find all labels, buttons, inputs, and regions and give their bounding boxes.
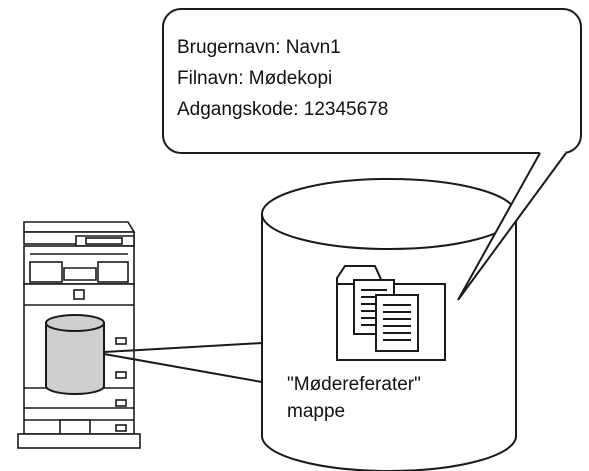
folder-caption: "Mødereferater" mappe (287, 371, 421, 425)
storage-cylinder-icon (45, 314, 105, 395)
folder-type: mappe (287, 401, 346, 422)
document-icon (375, 294, 419, 352)
connector-line (103, 342, 263, 383)
filename-text: Filnavn: Mødekopi (177, 68, 333, 89)
callout-text: Brugernavn: Navn1 Filnavn: Mødekopi Adga… (177, 32, 388, 125)
password-text: Adgangskode: 12345678 (177, 99, 389, 120)
username-text: Brugernavn: Navn1 (177, 37, 341, 58)
speech-callout (162, 8, 582, 301)
folder-name: "Mødereferater" (287, 374, 421, 395)
